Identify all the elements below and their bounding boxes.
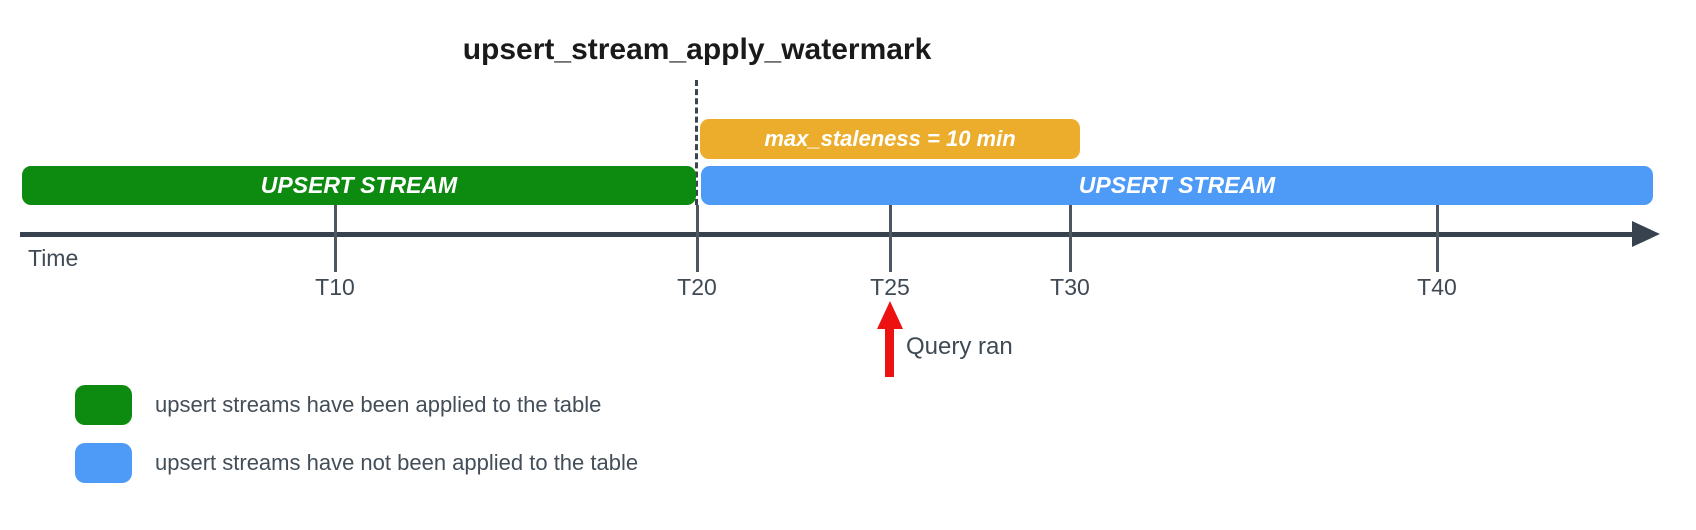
legend-label-not-applied: upsert streams have not been applied to … xyxy=(155,450,639,475)
time-axis-label: Time xyxy=(28,245,79,271)
watermark-dashed-line xyxy=(695,80,698,205)
time-axis-line xyxy=(20,232,1638,237)
legend-swatch-not-applied xyxy=(75,443,132,483)
max-staleness-bar: max_staleness = 10 min xyxy=(700,119,1080,159)
diagram-title: upsert_stream_apply_watermark xyxy=(462,33,932,66)
legend-item-not-applied: upsert streams have not been applied to … xyxy=(75,443,638,483)
tick-mark-t30 xyxy=(1069,205,1072,272)
upsert-stream-applied-bar-label: UPSERT STREAM xyxy=(260,172,458,198)
tick-label-t40: T40 xyxy=(1417,274,1457,300)
tick-mark-t25 xyxy=(889,205,892,272)
tick-label-t30: T30 xyxy=(1050,274,1090,300)
legend-label-applied: upsert streams have been applied to the … xyxy=(155,392,602,417)
tick-mark-t20 xyxy=(696,205,699,272)
upsert-stream-applied-bar: UPSERT STREAM xyxy=(22,166,696,205)
upsert-stream-not-applied-bar: UPSERT STREAM xyxy=(701,166,1653,205)
tick-label-t20: T20 xyxy=(677,274,717,300)
tick-mark-t10 xyxy=(334,205,337,272)
legend-swatch-applied xyxy=(75,385,132,425)
query-ran-arrow-icon xyxy=(877,301,903,329)
time-axis-arrowhead-icon xyxy=(1632,221,1660,247)
query-ran-label: Query ran xyxy=(906,333,1013,360)
query-ran-arrow-shaft xyxy=(885,328,894,377)
legend-item-applied: upsert streams have been applied to the … xyxy=(75,385,601,425)
upsert-stream-not-applied-bar-label: UPSERT STREAM xyxy=(1078,172,1276,198)
tick-label-t25: T25 xyxy=(870,274,910,300)
tick-mark-t40 xyxy=(1436,205,1439,272)
tick-label-t10: T10 xyxy=(315,274,355,300)
max-staleness-bar-label: max_staleness = 10 min xyxy=(764,126,1016,151)
